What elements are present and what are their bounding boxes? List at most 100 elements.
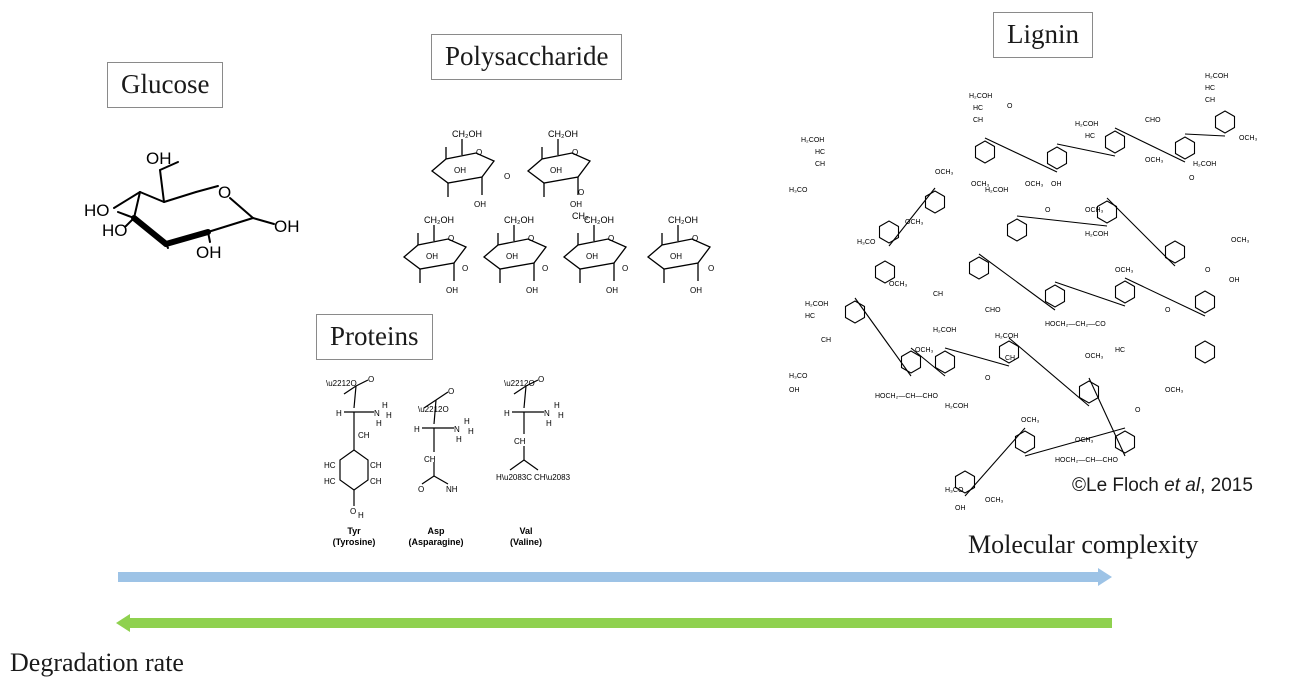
svg-text:OCH₃: OCH₃ xyxy=(889,281,908,288)
svg-text:H₂COH: H₂COH xyxy=(1085,231,1108,238)
svg-text:H₂COH: H₂COH xyxy=(985,187,1008,194)
svg-text:O: O xyxy=(578,188,584,197)
svg-text:H: H xyxy=(468,427,474,436)
svg-text:HC: HC xyxy=(805,313,815,320)
svg-text:CH: CH xyxy=(358,431,370,440)
svg-text:HOCH₂—CH₂—CO: HOCH₂—CH₂—CO xyxy=(1045,321,1106,328)
svg-text:H₂COH: H₂COH xyxy=(933,327,956,334)
svg-text:HOCH₂—CH—CHO: HOCH₂—CH—CHO xyxy=(875,393,939,400)
svg-text:CH: CH xyxy=(933,291,943,298)
svg-text:OH: OH xyxy=(570,200,582,209)
svg-text:OH: OH xyxy=(550,166,562,175)
svg-text:H₃CO: H₃CO xyxy=(945,487,964,494)
svg-text:HC: HC xyxy=(324,477,336,486)
val-name: (Valine) xyxy=(510,537,542,547)
source-credit: ©Le Floch et al, 2015 xyxy=(1072,475,1253,496)
svg-text:OH: OH xyxy=(426,252,438,261)
svg-text:CH: CH xyxy=(973,117,983,124)
svg-text:O: O xyxy=(538,375,544,384)
glucose-label: Glucose xyxy=(107,62,224,109)
svg-text:HC: HC xyxy=(324,461,336,470)
svg-text:OH: OH xyxy=(586,252,598,261)
molecular-complexity-label: Molecular complexity xyxy=(968,530,1199,559)
svg-text:CH: CH xyxy=(424,455,436,464)
complexity-arrow xyxy=(118,568,1112,586)
tyr-code: Tyr xyxy=(347,526,361,536)
svg-text:H: H xyxy=(376,419,382,428)
svg-text:H₂COH: H₂COH xyxy=(969,93,992,100)
asp-name: (Asparagine) xyxy=(408,537,463,547)
svg-text:H₂COH: H₂COH xyxy=(801,137,824,144)
val-code: Val xyxy=(519,526,532,536)
svg-text:HC: HC xyxy=(973,105,983,112)
svg-text:O: O xyxy=(1205,267,1211,274)
asp-code: Asp xyxy=(427,526,445,536)
svg-text:OCH₃: OCH₃ xyxy=(1075,437,1094,444)
svg-text:O: O xyxy=(542,264,548,273)
proteins-label: Proteins xyxy=(316,314,433,361)
svg-text:O: O xyxy=(985,375,991,382)
svg-text:CH: CH xyxy=(1005,355,1015,362)
svg-text:O: O xyxy=(350,507,356,516)
glucose-oh-right: OH xyxy=(274,217,300,236)
svg-text:H: H xyxy=(464,417,470,426)
svg-text:O: O xyxy=(1189,175,1195,182)
glucose-structure: OH HO HO O OH OH xyxy=(78,140,308,265)
svg-text:O: O xyxy=(528,234,534,243)
svg-text:OCH₃: OCH₃ xyxy=(1239,135,1258,142)
svg-text:CH₂OH: CH₂OH xyxy=(424,215,454,225)
svg-text:N: N xyxy=(374,409,380,418)
svg-text:H\u2083C: H\u2083C xyxy=(496,473,532,482)
degradation-rate-label: Degradation rate xyxy=(10,648,184,677)
svg-text:H₂COH: H₂COH xyxy=(995,333,1018,340)
svg-text:O: O xyxy=(504,172,510,181)
svg-text:H₂COH: H₂COH xyxy=(1193,161,1216,168)
svg-text:H: H xyxy=(358,511,364,520)
glucose-ho-mid: HO xyxy=(102,221,128,240)
svg-text:H: H xyxy=(386,411,392,420)
svg-text:\u2212O: \u2212O xyxy=(326,379,357,388)
svg-text:O: O xyxy=(692,234,698,243)
svg-text:O: O xyxy=(608,234,614,243)
svg-text:HOCH₂—CH—CHO: HOCH₂—CH—CHO xyxy=(1055,457,1119,464)
svg-text:OH: OH xyxy=(474,200,486,209)
svg-text:O: O xyxy=(1045,207,1051,214)
svg-text:CH\u2083: CH\u2083 xyxy=(534,473,571,482)
svg-text:HC: HC xyxy=(1205,85,1215,92)
svg-text:OH: OH xyxy=(1229,277,1240,284)
glucose-oh-top: OH xyxy=(146,149,172,168)
svg-text:OCH₃: OCH₃ xyxy=(1021,417,1040,424)
svg-text:OCH₃: OCH₃ xyxy=(1115,267,1134,274)
svg-text:O: O xyxy=(572,148,578,157)
svg-text:H₃CO: H₃CO xyxy=(857,239,876,246)
svg-text:CH: CH xyxy=(821,337,831,344)
svg-text:CHO: CHO xyxy=(1145,117,1161,124)
svg-text:CH: CH xyxy=(514,437,526,446)
svg-text:CH: CH xyxy=(370,461,382,470)
svg-text:OH: OH xyxy=(789,387,800,394)
svg-text:OH: OH xyxy=(446,286,458,295)
svg-text:H: H xyxy=(554,401,560,410)
svg-text:H: H xyxy=(336,409,342,418)
svg-text:NH: NH xyxy=(446,485,458,494)
svg-text:N: N xyxy=(454,425,460,434)
svg-text:CH₂OH: CH₂OH xyxy=(584,215,614,225)
svg-text:HC: HC xyxy=(1115,347,1125,354)
svg-text:H: H xyxy=(382,401,388,410)
svg-text:N: N xyxy=(544,409,550,418)
svg-text:H: H xyxy=(546,419,552,428)
svg-text:H: H xyxy=(414,425,420,434)
svg-text:OH: OH xyxy=(526,286,538,295)
svg-text:OCH₃: OCH₃ xyxy=(1165,387,1184,394)
svg-text:CHO: CHO xyxy=(985,307,1001,314)
svg-text:O: O xyxy=(368,375,374,384)
svg-text:HC: HC xyxy=(1085,133,1095,140)
svg-text:O: O xyxy=(448,387,454,396)
svg-text:OH: OH xyxy=(670,252,682,261)
svg-text:H₃CO: H₃CO xyxy=(789,187,808,194)
svg-text:H₂COH: H₂COH xyxy=(1075,121,1098,128)
svg-text:CH₂OH: CH₂OH xyxy=(452,129,482,139)
